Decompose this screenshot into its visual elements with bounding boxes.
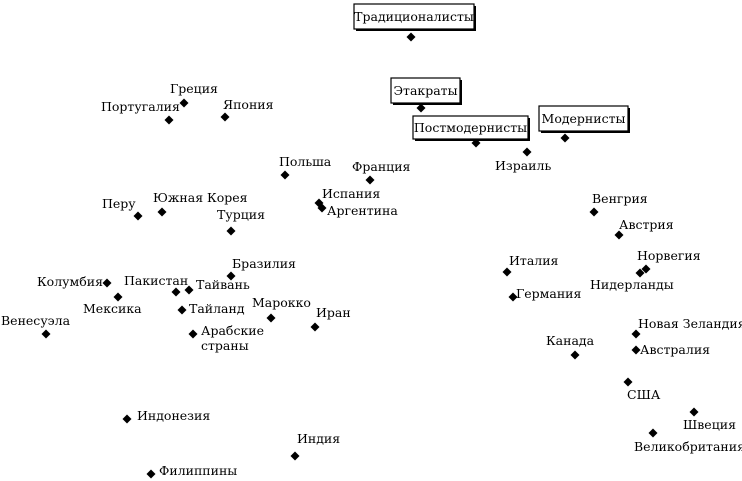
country-label-norway: Норвегия [637,248,701,263]
country-label-italy: Италия [509,253,559,268]
country-marker-turkey [226,226,236,236]
country-marker-poland [280,170,290,180]
country-label-netherlands: Нидерланды [590,277,674,292]
country-label-iran: Иран [316,305,351,320]
country-label-usa: США [627,387,661,402]
country-marker-canada [570,350,580,360]
country-marker-norway [641,264,651,274]
country-marker-portugal [164,115,174,125]
country-marker-greece [179,98,189,108]
country-label-philippines: Филиппины [159,463,237,478]
country-label-colombia: Колумбия [37,274,103,289]
country-label-thailand: Тайланд [189,301,245,316]
country-label-portugal: Португалия [101,99,180,114]
country-marker-venezuela [41,329,51,339]
country-marker-japan [220,112,230,122]
country-marker-indonesia [122,414,132,424]
cluster-postmodernists: Постмодернисты [412,115,530,141]
country-label-argentina: Аргентина [327,203,398,218]
country-marker-thailand [177,305,187,315]
country-marker-arab-countries [188,329,198,339]
cluster-label: Модернисты [542,111,626,126]
cluster-label: Постмодернисты [414,120,527,135]
country-label-mexico: Мексика [83,301,142,316]
country-label-japan: Япония [223,97,274,112]
cluster-etakraty: Этакраты [390,77,462,105]
country-marker-india [290,451,300,461]
country-label-poland: Польша [279,154,332,169]
country-marker-france [365,175,375,185]
country-marker-uk [648,428,658,438]
country-marker-brazil [226,271,236,281]
country-marker-australia [631,345,641,355]
country-label-greece: Греция [170,81,218,96]
country-marker-sweden [689,407,699,417]
country-marker-pakistan [171,287,181,297]
country-marker-italy [502,267,512,277]
country-label-france: Франция [352,159,411,174]
cluster-box [538,105,629,132]
country-label-indonesia: Индонезия [137,408,210,423]
country-label-south-korea: Южная Корея [153,190,248,205]
country-label-hungary: Венгрия [592,191,648,206]
country-label-pakistan: Пакистан [124,273,188,288]
country-label-sweden: Швеция [683,417,736,432]
country-marker-netherlands [635,268,645,278]
country-marker-germany [508,292,518,302]
country-label-austria: Австрия [619,217,674,232]
country-marker-argentina [317,203,327,213]
country-label-australia: Австралия [640,342,710,357]
country-marker-israel [522,147,532,157]
country-marker-usa [623,377,633,387]
country-label-brazil: Бразилия [232,256,296,271]
country-marker-iran [310,322,320,332]
country-marker-mexico [113,292,123,302]
cluster-marker-etakraty [416,103,426,113]
cluster-marker-modernists [560,133,570,143]
country-label-israel: Израиль [495,158,551,173]
cluster-modernists: Модернисты [538,105,630,133]
country-label-venezuela: Венесуэла [1,313,71,328]
country-marker-new-zealand [631,329,641,339]
country-marker-austria [614,230,624,240]
cluster-box [412,115,529,140]
country-label-spain: Испания [322,186,380,201]
country-marker-south-korea [157,207,167,217]
country-label-morocco: Марокко [252,295,311,310]
country-label-turkey: Турция [217,207,265,222]
cluster-marker-traditionalists [406,32,416,42]
country-label-uk: Великобритания [634,439,742,454]
cluster-label: Традиционалисты [354,9,474,24]
country-label-new-zealand: Новая Зеландия [638,316,742,331]
country-marker-hungary [589,207,599,217]
country-marker-philippines [146,469,156,479]
cluster-marker-postmodernists [471,138,481,148]
country-label-peru: Перу [102,196,136,211]
country-label-germany: Германия [516,286,582,301]
cluster-box [390,77,461,104]
country-label-india: Индия [297,431,340,446]
country-label-taiwan: Тайвань [196,277,250,292]
country-marker-colombia [102,278,112,288]
country-marker-taiwan [184,285,194,295]
country-marker-morocco [266,313,276,323]
country-label-canada: Канада [546,333,595,348]
country-marker-peru [133,211,143,221]
cluster-traditionalists: Традиционалисты [353,3,476,31]
cluster-label: Этакраты [393,83,457,98]
cluster-box [353,3,475,30]
